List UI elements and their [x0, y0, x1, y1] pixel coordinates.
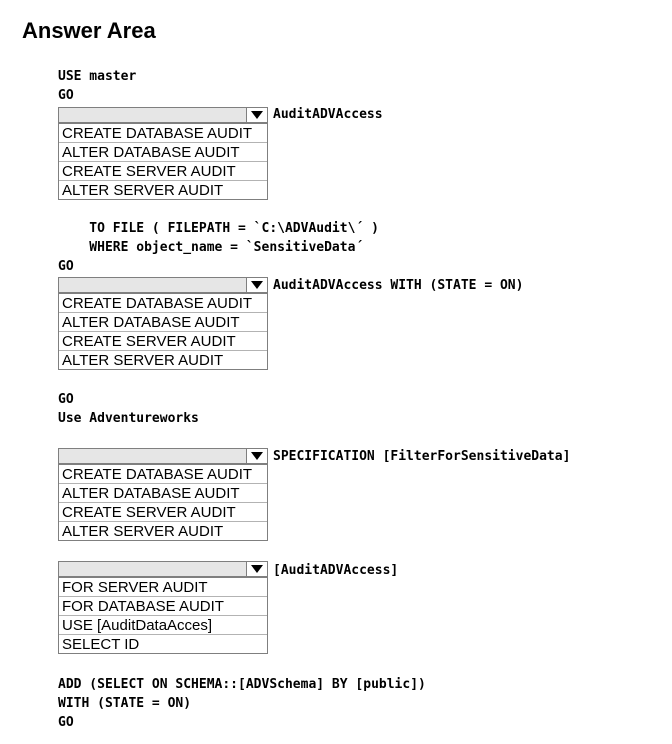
dropdown-option[interactable]: ALTER SERVER AUDIT	[59, 350, 267, 369]
code-add-line: ADD (SELECT ON SCHEMA::[ADVSchema] BY [p…	[58, 677, 426, 692]
code-go: GO	[58, 259, 74, 274]
dropdown-option[interactable]: CREATE DATABASE AUDIT	[59, 464, 267, 483]
dropdown-option[interactable]: CREATE SERVER AUDIT	[59, 502, 267, 521]
chevron-down-icon[interactable]	[246, 449, 267, 463]
dropdown-option[interactable]: USE [AuditDataAcces]	[59, 615, 267, 634]
code-use-adventureworks: Use Adventureworks	[58, 411, 199, 426]
chevron-down-icon[interactable]	[246, 562, 267, 576]
dropdown-selected-value[interactable]	[58, 107, 268, 123]
code-dropdown-4-suffix: [AuditADVAccess]	[273, 563, 399, 578]
dropdown-option[interactable]: FOR DATABASE AUDIT	[59, 596, 267, 615]
code-to-file: TO FILE ( FILEPATH = `C:\ADVAudit\´ )	[58, 221, 379, 236]
dropdown-options: CREATE DATABASE AUDIT ALTER DATABASE AUD…	[58, 293, 268, 370]
code-dropdown-1-suffix: AuditADVAccess	[273, 107, 383, 122]
answer-area-title: Answer Area	[22, 18, 156, 43]
statement-dropdown-3[interactable]: CREATE DATABASE AUDIT ALTER DATABASE AUD…	[58, 448, 268, 541]
code-where: WHERE object_name = `SensitiveData´	[58, 240, 364, 255]
dropdown-option[interactable]: ALTER DATABASE AUDIT	[59, 483, 267, 502]
code-dropdown-2-suffix: AuditADVAccess WITH (STATE = ON)	[273, 278, 524, 293]
dropdown-options: FOR SERVER AUDIT FOR DATABASE AUDIT USE …	[58, 577, 268, 654]
code-with-line: WITH (STATE = ON)	[58, 696, 192, 711]
dropdown-option[interactable]: ALTER DATABASE AUDIT	[59, 142, 267, 161]
dropdown-option[interactable]: ALTER SERVER AUDIT	[59, 521, 267, 540]
code-go: GO	[58, 88, 74, 103]
statement-dropdown-1[interactable]: CREATE DATABASE AUDIT ALTER DATABASE AUD…	[58, 107, 268, 200]
dropdown-option[interactable]: CREATE SERVER AUDIT	[59, 331, 267, 350]
code-dropdown-3-suffix: SPECIFICATION [FilterForSensitiveData]	[273, 449, 571, 464]
statement-dropdown-4[interactable]: FOR SERVER AUDIT FOR DATABASE AUDIT USE …	[58, 561, 268, 654]
dropdown-option[interactable]: ALTER DATABASE AUDIT	[59, 312, 267, 331]
dropdown-option[interactable]: FOR SERVER AUDIT	[59, 577, 267, 596]
chevron-down-icon[interactable]	[246, 278, 267, 292]
code-go: GO	[58, 715, 74, 730]
code-go: GO	[58, 392, 74, 407]
dropdown-selected-value[interactable]	[58, 448, 268, 464]
code-use-master: USE master	[58, 69, 137, 84]
dropdown-option[interactable]: SELECT ID	[59, 634, 267, 653]
dropdown-options: CREATE DATABASE AUDIT ALTER DATABASE AUD…	[58, 464, 268, 541]
dropdown-selected-value[interactable]	[58, 561, 268, 577]
chevron-down-icon[interactable]	[246, 108, 267, 122]
statement-dropdown-2[interactable]: CREATE DATABASE AUDIT ALTER DATABASE AUD…	[58, 277, 268, 370]
dropdown-option[interactable]: CREATE SERVER AUDIT	[59, 161, 267, 180]
dropdown-options: CREATE DATABASE AUDIT ALTER DATABASE AUD…	[58, 123, 268, 200]
dropdown-option[interactable]: CREATE DATABASE AUDIT	[59, 123, 267, 142]
dropdown-option[interactable]: ALTER SERVER AUDIT	[59, 180, 267, 199]
dropdown-selected-value[interactable]	[58, 277, 268, 293]
dropdown-option[interactable]: CREATE DATABASE AUDIT	[59, 293, 267, 312]
